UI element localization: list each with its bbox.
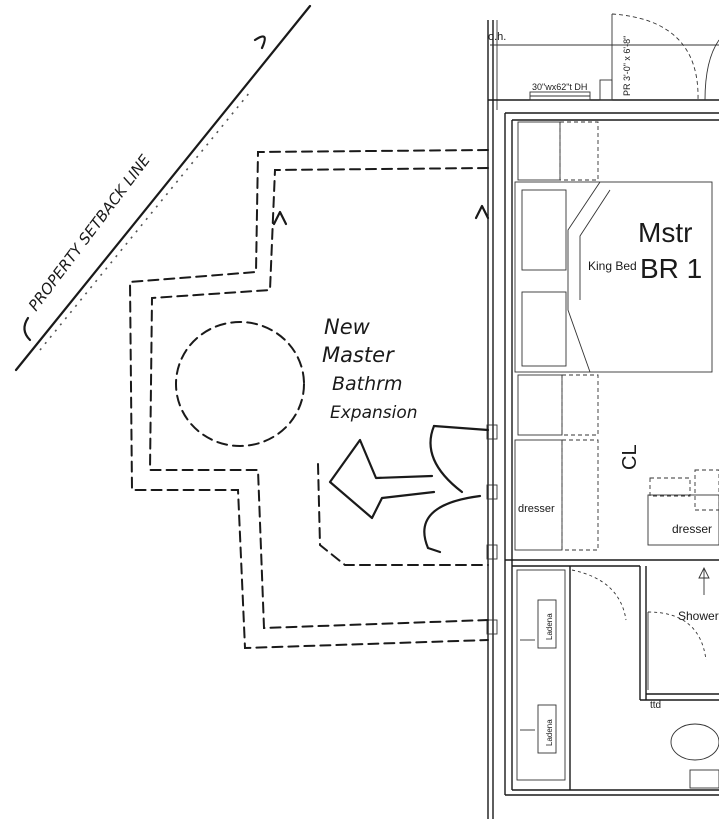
note-line-2: Master	[322, 343, 395, 367]
dresser-label-right: dresser	[672, 522, 712, 536]
section-markers	[272, 204, 490, 226]
oh-label: o.h.	[488, 31, 506, 43]
door-swing-icon	[611, 13, 719, 101]
note-line-3: Bathrm	[332, 373, 403, 395]
room-name-line2: BR 1	[640, 253, 702, 284]
window-label: 30"wx62"t DH	[532, 82, 587, 92]
sink-label-upper: Ladena	[545, 613, 554, 640]
exterior-walls	[487, 20, 719, 819]
furniture	[514, 121, 719, 551]
king-bed	[514, 181, 713, 373]
swing-arcs	[423, 424, 490, 554]
bed-label: King Bed	[588, 259, 637, 273]
marker-a-right: A	[475, 224, 477, 227]
expansion-outline	[128, 149, 489, 650]
dresser-label-left: dresser	[518, 503, 555, 515]
door-label: PR 3'-0" x 6'-8"	[622, 36, 632, 96]
centerline-label: CL	[619, 444, 641, 470]
window-marks	[486, 79, 613, 635]
note-line-4: Expansion	[330, 403, 418, 423]
bath-fixtures	[516, 566, 719, 789]
left-arrow-icon	[328, 438, 436, 520]
setback-label: PROPERTY SETBACK LINE	[25, 151, 154, 314]
ttd-label: ttd	[650, 700, 661, 711]
property-setback-line	[14, 4, 312, 372]
note-line-1: New	[324, 315, 371, 339]
room-name-line1: Mstr	[638, 217, 692, 248]
sink-label-lower: Ladena	[545, 719, 554, 746]
shower-label: Shower	[678, 609, 719, 623]
